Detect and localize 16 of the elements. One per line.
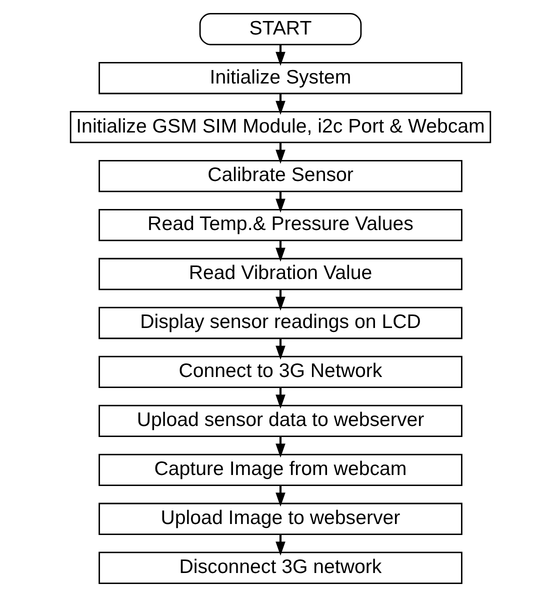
node-box: Read Temp.& Pressure Values bbox=[98, 208, 462, 242]
node-box: Initialize GSM SIM Module, i2c Port & Webcam bbox=[69, 110, 491, 144]
node-box: Read Vibration Value bbox=[98, 258, 462, 290]
node-box: Disconnect 3G network bbox=[98, 552, 462, 584]
node-box: Calibrate Sensor bbox=[98, 160, 462, 192]
node-box: Upload Image to webserver bbox=[98, 502, 462, 535]
arrow bbox=[275, 44, 285, 66]
node-box: START bbox=[198, 13, 362, 46]
node-box: Upload sensor data to webserver bbox=[98, 404, 462, 438]
arrow bbox=[275, 192, 285, 213]
node-box: Display sensor readings on LCD bbox=[98, 306, 462, 340]
arrow bbox=[275, 142, 285, 164]
node-box: Connect to 3G Network bbox=[98, 356, 462, 388]
node-box: Capture Image from webcam bbox=[98, 454, 462, 486]
node-box: Initialize System bbox=[98, 62, 462, 94]
arrow bbox=[275, 94, 285, 115]
